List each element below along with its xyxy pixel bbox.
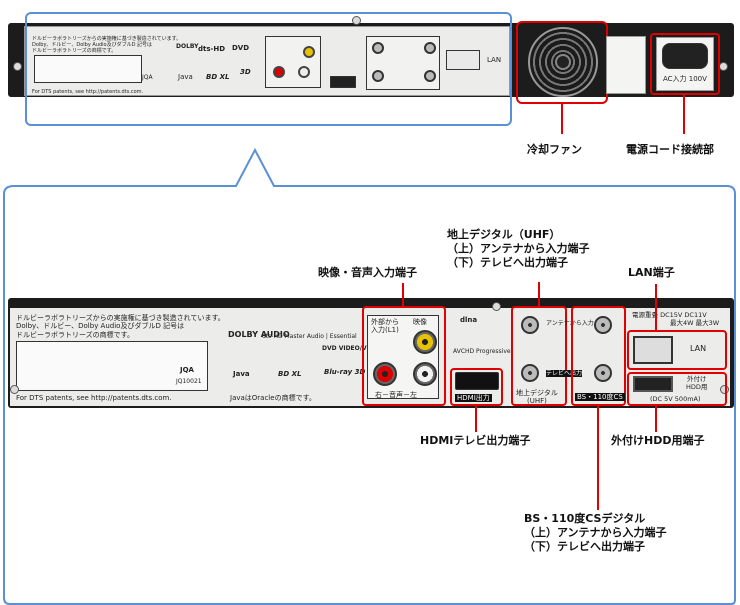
audio-l-jack-mini <box>298 66 310 78</box>
power-spec: 電源重畳 DC15V DC11V 最大4W 最大3W <box>632 311 720 327</box>
lan-mini-label: LAN <box>487 56 502 64</box>
power-label: 電源コード接続部 <box>626 143 714 156</box>
notice-text: ドルビーラボラトリーズからの実施権に基づき製造されています。Dolby、ドルビー… <box>32 36 182 54</box>
terrestrial-out-jack <box>521 364 539 382</box>
zoomed-dvd-logo: DVD VIDEO/VR <box>322 345 372 352</box>
zoomed-jqa-code: JQ10021 <box>176 378 202 385</box>
audio-r-input-jack <box>373 362 397 386</box>
bs-highlight <box>571 306 626 406</box>
lan-port-label: LAN端子 <box>628 266 675 279</box>
bs-box-label: BS・110度CS <box>575 393 625 402</box>
terrestrial-highlight <box>511 306 567 406</box>
zoomed-java-logo: Java <box>233 370 250 378</box>
screw <box>720 385 729 394</box>
lan-mini <box>446 50 480 70</box>
bs-in-jack <box>594 316 612 334</box>
terrestrial-leader <box>538 282 540 306</box>
hdmi-port-label: HDMI出力 <box>455 394 492 403</box>
fan-hub <box>555 54 571 70</box>
video-input-jack <box>413 330 437 354</box>
callout-source-frame <box>25 12 512 126</box>
av-input-highlight <box>362 306 446 406</box>
av-box-label: 外部から入力(L1) <box>371 318 399 335</box>
antenna-jack-mini <box>424 70 436 82</box>
serial-area <box>34 55 142 83</box>
usb-hdd-port <box>633 376 673 392</box>
video-jack-mini <box>303 46 315 58</box>
zoomed-java-trademark: JavaはOracleの商標です。 <box>230 394 316 402</box>
zoomed-bluray-logo: Blu-ray 3D <box>324 368 366 376</box>
rating-label <box>606 36 646 94</box>
bs-label: BS・110度CSデジタル（上）アンテナから入力端子（下）テレビへ出力端子 <box>524 512 667 553</box>
hdmi-mini <box>330 76 356 88</box>
java-logo: Java <box>178 73 193 81</box>
fan-label: 冷却ファン <box>527 143 582 156</box>
zoomed-dts-logo: dts-HD Master Audio | Essential <box>262 333 357 340</box>
lan-label: LAN <box>690 344 707 353</box>
terrestrial-box-label: 地上デジタル(UHF) <box>516 389 558 406</box>
jqa-mark: JQA <box>142 74 153 81</box>
hdmi-leader <box>475 406 477 432</box>
screw <box>492 302 501 311</box>
screw <box>352 16 361 25</box>
audio-r-jack-mini <box>273 66 285 78</box>
terrestrial-label: 地上デジタル（UHF）（上）アンテナから入力端子（下）テレビへ出力端子 <box>447 228 590 269</box>
fan-leader <box>561 104 563 134</box>
screw <box>10 385 19 394</box>
hdd-highlight <box>627 372 727 406</box>
zoomed-notice: ドルビーラボラトリーズからの実施権に基づき製造されています。Dolby、ドルビー… <box>16 314 225 339</box>
zoomed-dolby-logo: DOLBY AUDIO <box>228 330 290 339</box>
antenna-in-label: アンテナから入力 <box>546 320 594 327</box>
av-input-mini <box>265 36 321 88</box>
antenna-jack-mini <box>424 42 436 54</box>
audio-l-input-jack <box>413 362 437 386</box>
hdmi-label: HDMIテレビ出力端子 <box>420 434 531 447</box>
antenna-jack-mini <box>372 70 384 82</box>
screw <box>13 62 22 71</box>
hdd-label: 外付けHDD用端子 <box>611 434 705 447</box>
audio-label: 右－音声－左 <box>375 391 417 399</box>
video-label: 映像 <box>413 318 427 326</box>
bluray-logo: 3D <box>240 68 251 76</box>
zoomed-dts-patents: For DTS patents, see http://patents.dts.… <box>16 394 172 402</box>
power-leader <box>683 95 685 134</box>
bs-leader <box>597 406 599 510</box>
hdmi-port <box>455 372 499 390</box>
terrestrial-in-jack <box>521 316 539 334</box>
av-input-label: 映像・音声入力端子 <box>318 266 417 279</box>
bdxl-logo: BD XL <box>206 73 230 81</box>
antenna-jack-mini <box>372 42 384 54</box>
ac-input-label: AC入力 100V <box>663 75 707 83</box>
power-highlight <box>650 33 720 95</box>
hdd-spec: (DC 5V 500mA) <box>650 395 701 403</box>
ac-inlet <box>662 43 708 69</box>
zoomed-serial-area <box>16 341 208 391</box>
tv-out-label: テレビへ出力 <box>546 370 583 378</box>
lan-highlight <box>627 330 727 370</box>
hdmi-highlight <box>450 368 503 406</box>
hdd-leader <box>655 406 657 432</box>
lan-leader <box>655 284 657 330</box>
dts-patents-text: For DTS patents, see http://patents.dts.… <box>32 89 144 95</box>
av-leader <box>402 283 404 306</box>
lan-port <box>633 336 673 364</box>
dolby-logo: DOLBY <box>176 43 199 50</box>
zoomed-jqa-mark: JQA <box>180 366 194 374</box>
dvd-logo: DVD <box>232 44 250 52</box>
zoomed-bdxl-logo: BD XL <box>278 370 302 378</box>
zoomed-dlna-logo: dlna <box>460 316 478 324</box>
bs-out-jack <box>594 364 612 382</box>
zoomed-avchd-logo: AVCHD Progressive <box>453 348 511 355</box>
dts-logo: dts-HD <box>198 45 226 53</box>
